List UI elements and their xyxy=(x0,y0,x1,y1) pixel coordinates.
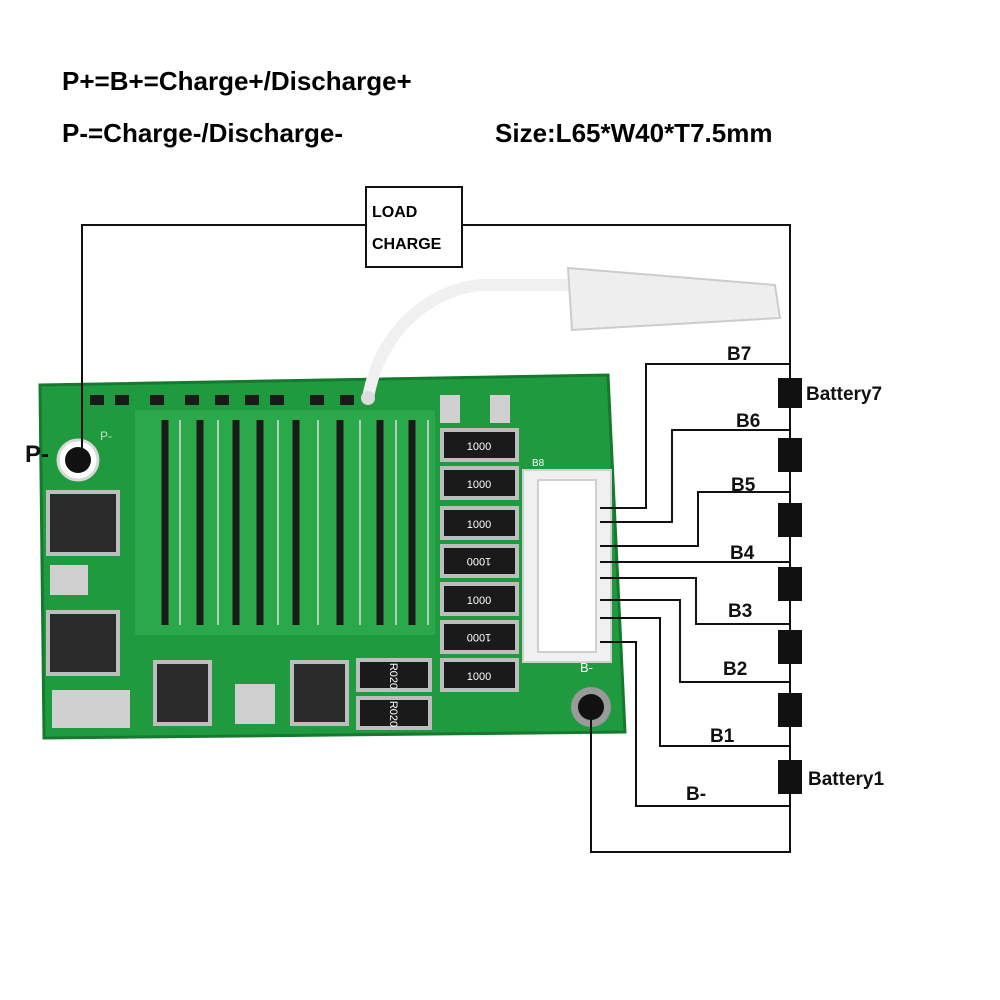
battery-cell xyxy=(778,378,802,408)
battery-cell xyxy=(778,438,802,472)
resistor-label: 1000 xyxy=(467,555,491,567)
load-label: LOAD xyxy=(372,204,417,221)
battery1-label: Battery1 xyxy=(808,769,884,790)
small-resistor-label: R020 xyxy=(387,663,399,689)
tap-label-b3: B3 xyxy=(728,601,752,622)
board-b8-label: B8 xyxy=(532,458,545,469)
tap-label-b1: B1 xyxy=(710,726,735,747)
small-resistor-label: R020 xyxy=(387,701,399,727)
battery-stack xyxy=(778,378,802,794)
tap-label-b-minus: B- xyxy=(686,784,706,805)
charge-label: CHARGE xyxy=(372,236,442,253)
battery-cell xyxy=(778,630,802,664)
tap-label-b7: B7 xyxy=(727,344,751,365)
battery7-label: Battery7 xyxy=(806,384,882,405)
resistor-label: 1000 xyxy=(467,441,491,453)
resistor-label: 1000 xyxy=(467,595,491,607)
resistor-label: 1000 xyxy=(467,671,491,683)
resistor-group: 1000 1000 1000 1000 1000 1000 1000 R020 … xyxy=(356,428,519,730)
p-minus-terminal-label: P- xyxy=(25,441,49,468)
tap-label-b5: B5 xyxy=(731,475,756,496)
battery-cell xyxy=(778,567,802,601)
resistor-label: 1000 xyxy=(467,631,491,643)
header-line-1: P+=B+=Charge+/Discharge+ xyxy=(62,66,412,96)
battery-cell xyxy=(778,503,802,537)
wire-group xyxy=(81,224,791,853)
tap-label-b4: B4 xyxy=(730,543,755,564)
board-size-label: Size:L65*W40*T7.5mm xyxy=(495,118,773,148)
battery-cell xyxy=(778,760,802,794)
battery-cell xyxy=(778,693,802,727)
board-p-minus-label: P- xyxy=(100,429,112,443)
load-charge-box: LOAD CHARGE xyxy=(365,186,463,268)
tap-label-b6: B6 xyxy=(736,411,760,432)
board-b-minus-label: B- xyxy=(580,660,593,675)
pcb-board xyxy=(38,266,782,740)
resistor-label: 1000 xyxy=(467,519,491,531)
tap-label-b2: B2 xyxy=(723,659,747,680)
resistor-label: 1000 xyxy=(467,479,491,491)
header-line-2: P-=Charge-/Discharge- xyxy=(62,118,344,148)
